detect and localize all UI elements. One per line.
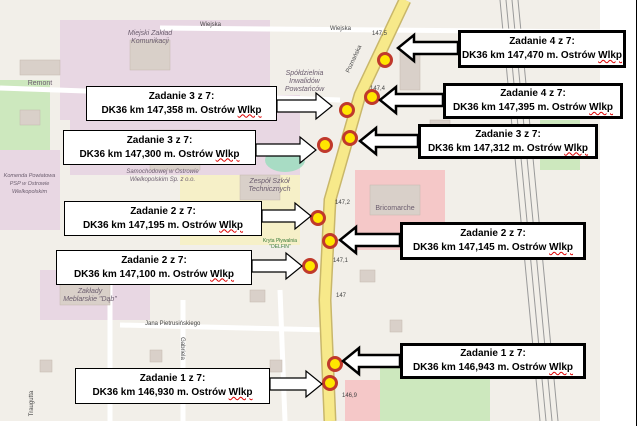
- callout-location: DK36 km 147,145 m. Ostrów: [412, 242, 547, 253]
- location-marker[interactable]: [317, 137, 333, 153]
- callout-arrow: [358, 125, 420, 157]
- callout-title: Zadanie 2 z 7:: [121, 254, 187, 266]
- callout-location: DK36 km 147,195 m. Ostrów: [82, 219, 217, 231]
- callout-arrow: [338, 224, 402, 256]
- callout-location-suffix: Wlkp: [215, 148, 240, 160]
- callout-box: Zadanie 1 z 7: DK36 km 146,930 m. Ostrów…: [75, 368, 270, 404]
- map-label-school: Zespół Szkół Technicznych: [248, 178, 291, 193]
- map-label-bricomarche: Bricomarche: [375, 205, 415, 212]
- km-marker: 146,9: [342, 393, 358, 399]
- callout-title: Zadanie 1 z 7:: [139, 373, 206, 384]
- callout-line: DK36 km 147,395 m. Ostrów Wlkp: [453, 101, 613, 115]
- street-pietrusinskiego: Jana Pietrusińskiego: [145, 321, 201, 327]
- callout-title: Zadanie 4 z 7:: [509, 36, 575, 47]
- callout-location: DK36 km 147,358 m. Ostrów: [101, 104, 235, 116]
- callout-arrow: [251, 251, 303, 281]
- callout-arrow: [276, 91, 333, 121]
- callout-box: Zadanie 3 z 7: DK36 km 147,358 m. Ostrów…: [86, 86, 277, 121]
- km-marker: 147,2: [335, 200, 351, 206]
- km-marker: 147,4: [370, 86, 386, 92]
- callout-line: DK36 km 146,930 m. Ostrów Wlkp: [92, 386, 252, 400]
- location-marker[interactable]: [322, 233, 338, 249]
- location-marker[interactable]: [342, 130, 358, 146]
- callout-title: Zadanie 4 z 7:: [500, 88, 566, 99]
- map-label-cooperative: Spółdzielnia Inwalidów Powstańców: [284, 70, 325, 93]
- callout-arrow: [378, 84, 445, 116]
- callout-box: Zadanie 4 z 7: DK36 km 147,470 m. Ostrów…: [458, 30, 626, 68]
- callout-line: DK36 km 146,943 m. Ostrów Wlkp: [413, 361, 573, 375]
- callout-title: Zadanie 3 z 7:: [126, 134, 193, 146]
- location-marker[interactable]: [310, 210, 326, 226]
- callout-location: DK36 km 147,100 m. Ostrów: [73, 268, 208, 280]
- callout-location: DK36 km 146,930 m. Ostrów: [92, 387, 226, 398]
- callout-line: DK36 km 147,470 m. Ostrów Wlkp: [462, 49, 622, 63]
- callout-line: DK36 km 147,145 m. Ostrów Wlkp: [413, 241, 573, 255]
- callout-box: Zadanie 2 z 7: DK36 km 147,195 m. Ostrów…: [64, 201, 262, 236]
- street-wiejska: Wiejska: [200, 22, 222, 28]
- location-marker[interactable]: [327, 356, 343, 372]
- callout-location-suffix: Wlkp: [237, 104, 262, 116]
- callout-location-suffix: Wlkp: [219, 219, 244, 231]
- callout-arrow: [396, 32, 460, 64]
- callout-title: Zadanie 1 z 7:: [460, 348, 526, 359]
- location-marker[interactable]: [302, 258, 318, 274]
- callout-location: DK36 km 147,312 m. Ostrów: [427, 142, 562, 154]
- callout-location-suffix: Wlkp: [210, 268, 235, 280]
- callout-location-suffix: Wlkp: [564, 142, 589, 154]
- map-label-mzk: Miejski Zakład Komunikacji: [127, 30, 173, 45]
- map-label-pool: Kryta Pływalnia "DELFIN": [262, 238, 298, 250]
- callout-title: Zadanie 2 z 7:: [460, 228, 526, 239]
- dk36-road: [319, 0, 410, 421]
- location-marker[interactable]: [364, 89, 380, 105]
- callout-arrow: [261, 201, 312, 231]
- callout-box: Zadanie 3 z 7: DK36 km 147,312 m. Ostrów…: [418, 124, 598, 159]
- callout-line: DK36 km 147,195 m. Ostrów Wlkp: [83, 219, 243, 233]
- map-label-police: Komenda Powiatowa PSP w Ostrowie Wielkop…: [3, 173, 56, 195]
- callout-location: DK36 km 147,300 m. Ostrów: [79, 148, 213, 160]
- map-label-remont: Remont: [27, 80, 53, 87]
- street-wiejska-2: Wiejska: [330, 26, 352, 32]
- callout-location-suffix: Wlkp: [589, 102, 614, 113]
- callout-line: DK36 km 147,300 m. Ostrów Wlkp: [79, 148, 239, 162]
- police-area: [0, 150, 60, 230]
- map-label-furniture: Zakłady Meblarskie "Dąb": [63, 288, 117, 303]
- location-marker[interactable]: [339, 102, 355, 118]
- callout-box: Zadanie 2 z 7: DK36 km 147,100 m. Ostrów…: [56, 250, 252, 285]
- callout-arrow: [341, 345, 402, 377]
- callout-location: DK36 km 147,470 m. Ostrów: [461, 50, 596, 61]
- callout-box: Zadanie 3 z 7: DK36 km 147,300 m. Ostrów…: [63, 130, 256, 165]
- km-marker: 147: [336, 293, 347, 299]
- km-marker: 147,5: [372, 31, 388, 37]
- callout-location: DK36 km 146,943 m. Ostrów: [412, 362, 547, 373]
- callout-location-suffix: Wlkp: [228, 387, 253, 398]
- callout-title: Zadanie 2 z 7:: [130, 205, 196, 217]
- location-marker[interactable]: [322, 375, 338, 391]
- callout-location-suffix: Wlkp: [598, 50, 623, 61]
- callout-box: Zadanie 2 z 7: DK36 km 147,145 m. Ostrów…: [400, 222, 586, 260]
- callout-line: DK36 km 147,312 m. Ostrów Wlkp: [428, 142, 588, 156]
- km-marker: 147,1: [333, 258, 349, 264]
- callout-arrow: [269, 369, 323, 399]
- map-label-car-repair: Samochodowej w Ostrowie Wielkopolskim Sp…: [126, 169, 199, 183]
- callout-arrow: [255, 135, 317, 165]
- callout-title: Zadanie 3 z 7:: [475, 128, 541, 140]
- callout-line: DK36 km 147,358 m. Ostrów Wlkp: [101, 104, 261, 118]
- callout-location-suffix: Wlkp: [549, 242, 574, 253]
- location-marker[interactable]: [377, 52, 393, 68]
- callout-title: Zadanie 3 z 7:: [148, 90, 215, 102]
- frame-border: [636, 0, 637, 426]
- callout-location: DK36 km 147,395 m. Ostrów: [452, 102, 587, 113]
- callout-line: DK36 km 147,100 m. Ostrów Wlkp: [74, 268, 234, 282]
- callout-box: Zadanie 4 z 7: DK36 km 147,395 m. Ostrów…: [443, 83, 623, 119]
- map[interactable]: Miejski Zakład Komunikacji Spółdzielnia …: [0, 0, 600, 421]
- callout-location-suffix: Wlkp: [549, 362, 574, 373]
- callout-box: Zadanie 1 z 7: DK36 km 146,943 m. Ostrów…: [400, 343, 586, 379]
